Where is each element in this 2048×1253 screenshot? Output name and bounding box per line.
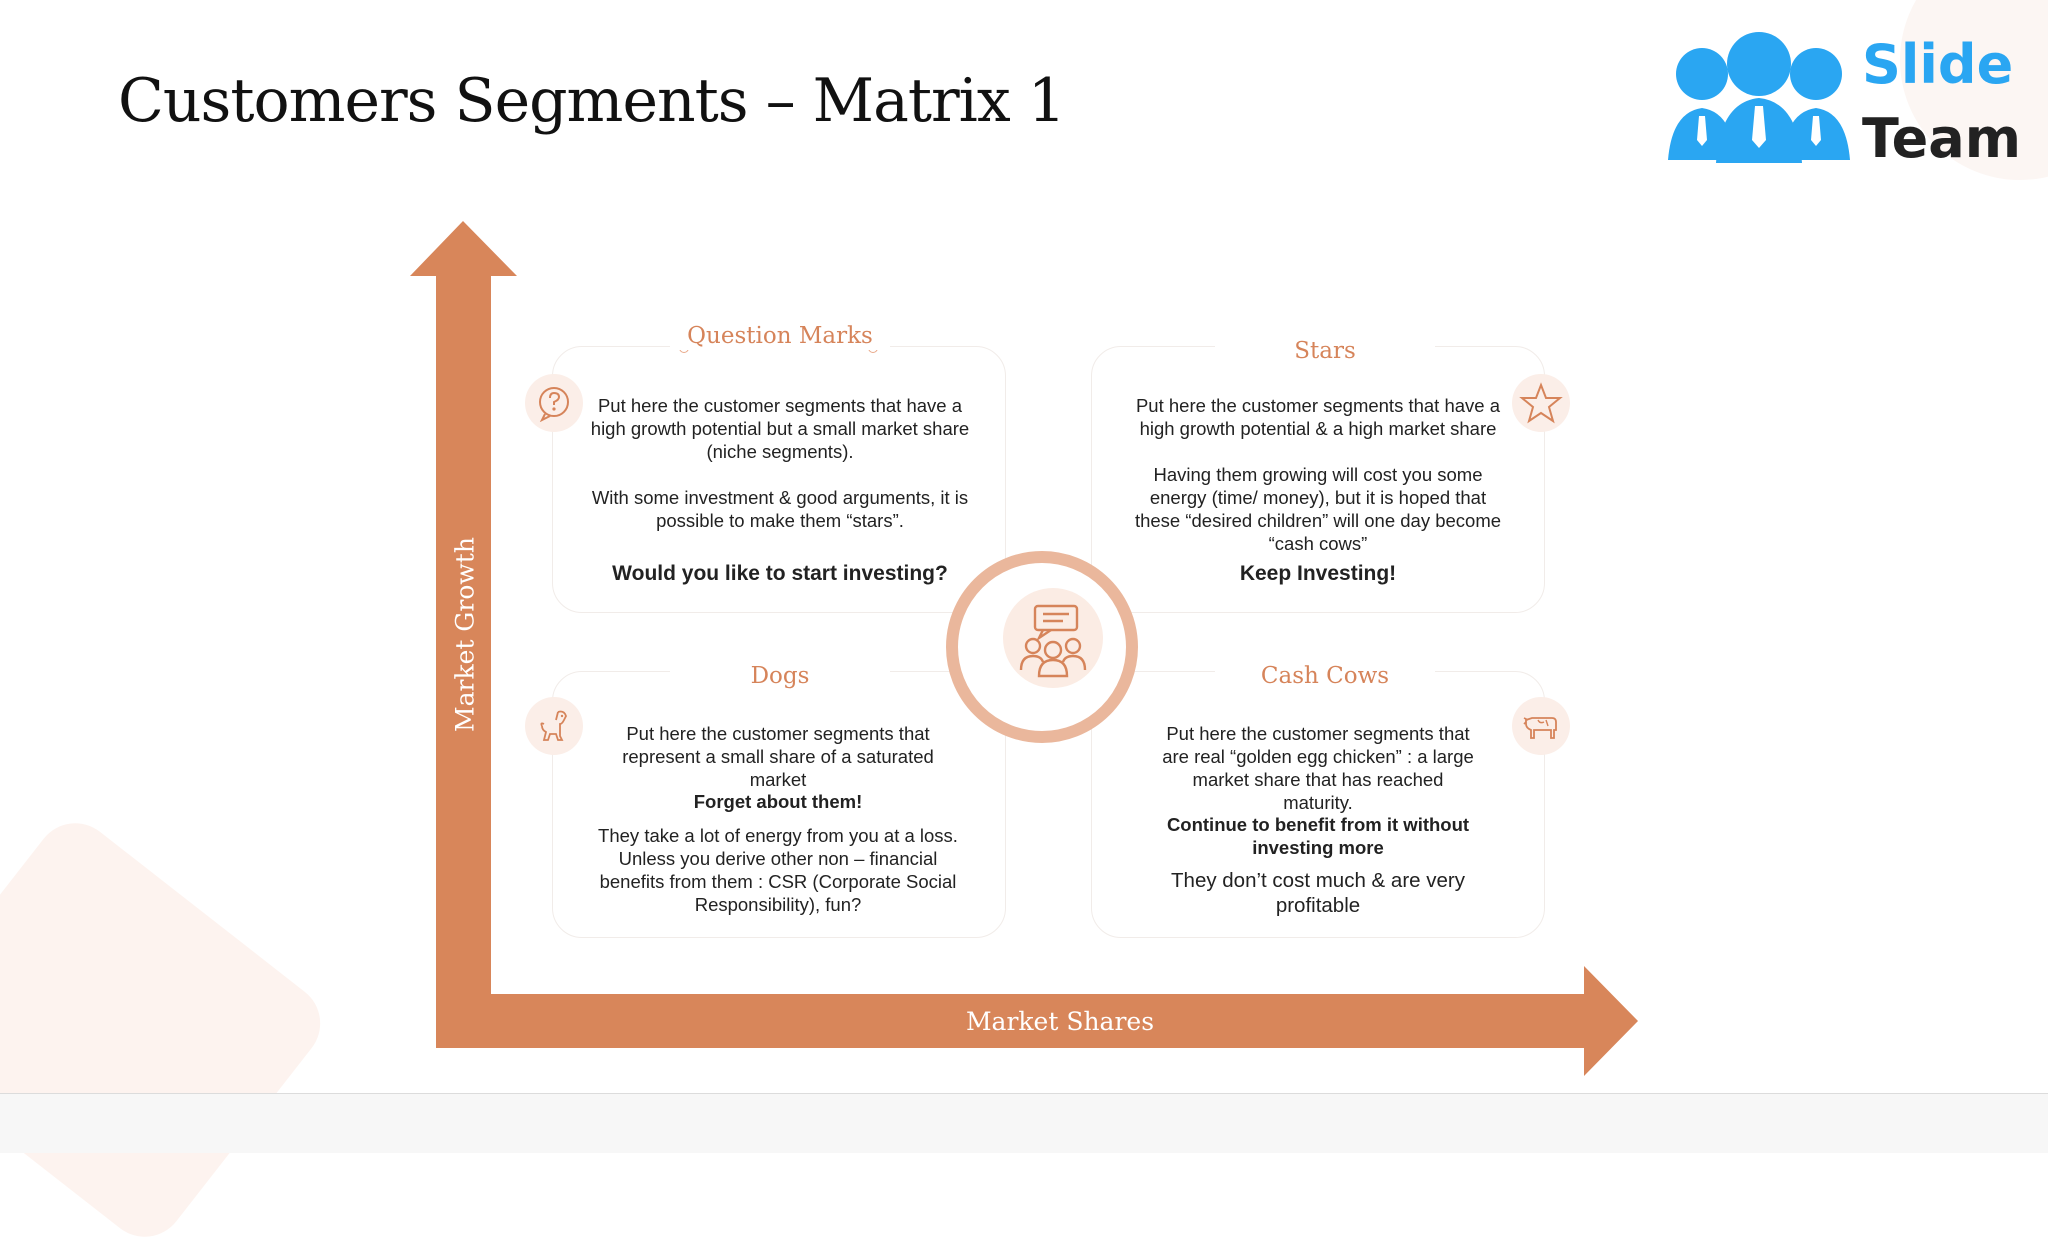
- x-axis-label: Market Shares: [965, 1007, 1155, 1036]
- cash-cows-cta: Continue to benefit from it without inve…: [1166, 814, 1470, 858]
- cash-cows-note: They don’t cost much & are very profitab…: [1171, 869, 1465, 917]
- footer-bar: [0, 1093, 2048, 1153]
- slideteam-logo: Slide Team: [1664, 28, 2034, 168]
- question-marks-note: With some investment & good arguments, i…: [591, 487, 969, 531]
- dogs-card: [552, 671, 1006, 938]
- stars-cta: Keep Investing!: [1239, 562, 1397, 585]
- question-marks-cta: Would you like to start investing?: [612, 562, 948, 585]
- logo-text-slide: Slide: [1862, 33, 2014, 96]
- question-bubble-icon: [525, 374, 583, 432]
- dogs-title: Dogs: [670, 662, 890, 690]
- people-logo-icon: [1668, 32, 1850, 163]
- cash-cows-desc: Put here the customer segments that are …: [1162, 723, 1474, 813]
- star-icon: [1512, 374, 1570, 432]
- dogs-desc: Put here the customer segments that repr…: [622, 723, 934, 790]
- axes-arrows: [410, 221, 1638, 1076]
- question-marks-desc: Put here the customer segments that have…: [590, 395, 970, 462]
- stars-note: Having them growing will cost you some e…: [1134, 464, 1502, 554]
- question-marks-card: [552, 346, 1006, 613]
- page-title: Customers Segments – Matrix 1: [118, 66, 1066, 136]
- dog-icon: [525, 697, 583, 755]
- y-axis-label: Market Growth: [450, 537, 480, 732]
- stars-desc: Put here the customer segments that have…: [1135, 395, 1501, 439]
- cow-icon: [1512, 697, 1570, 755]
- x-axis-arrow: [436, 966, 1638, 1076]
- stars-title: Stars: [1215, 337, 1435, 365]
- team-discussion-icon: [1003, 588, 1103, 688]
- cash-cows-card: [1091, 671, 1545, 938]
- stars-card: [1091, 346, 1545, 613]
- dogs-note: They take a lot of energy from you at a …: [598, 825, 958, 915]
- y-axis-arrow: [410, 221, 517, 1048]
- question-marks-title: Question Marks: [670, 322, 890, 350]
- cash-cows-title: Cash Cows: [1215, 662, 1435, 690]
- dogs-cta: Forget about them!: [693, 791, 863, 812]
- logo-text-team: Team: [1862, 107, 2021, 170]
